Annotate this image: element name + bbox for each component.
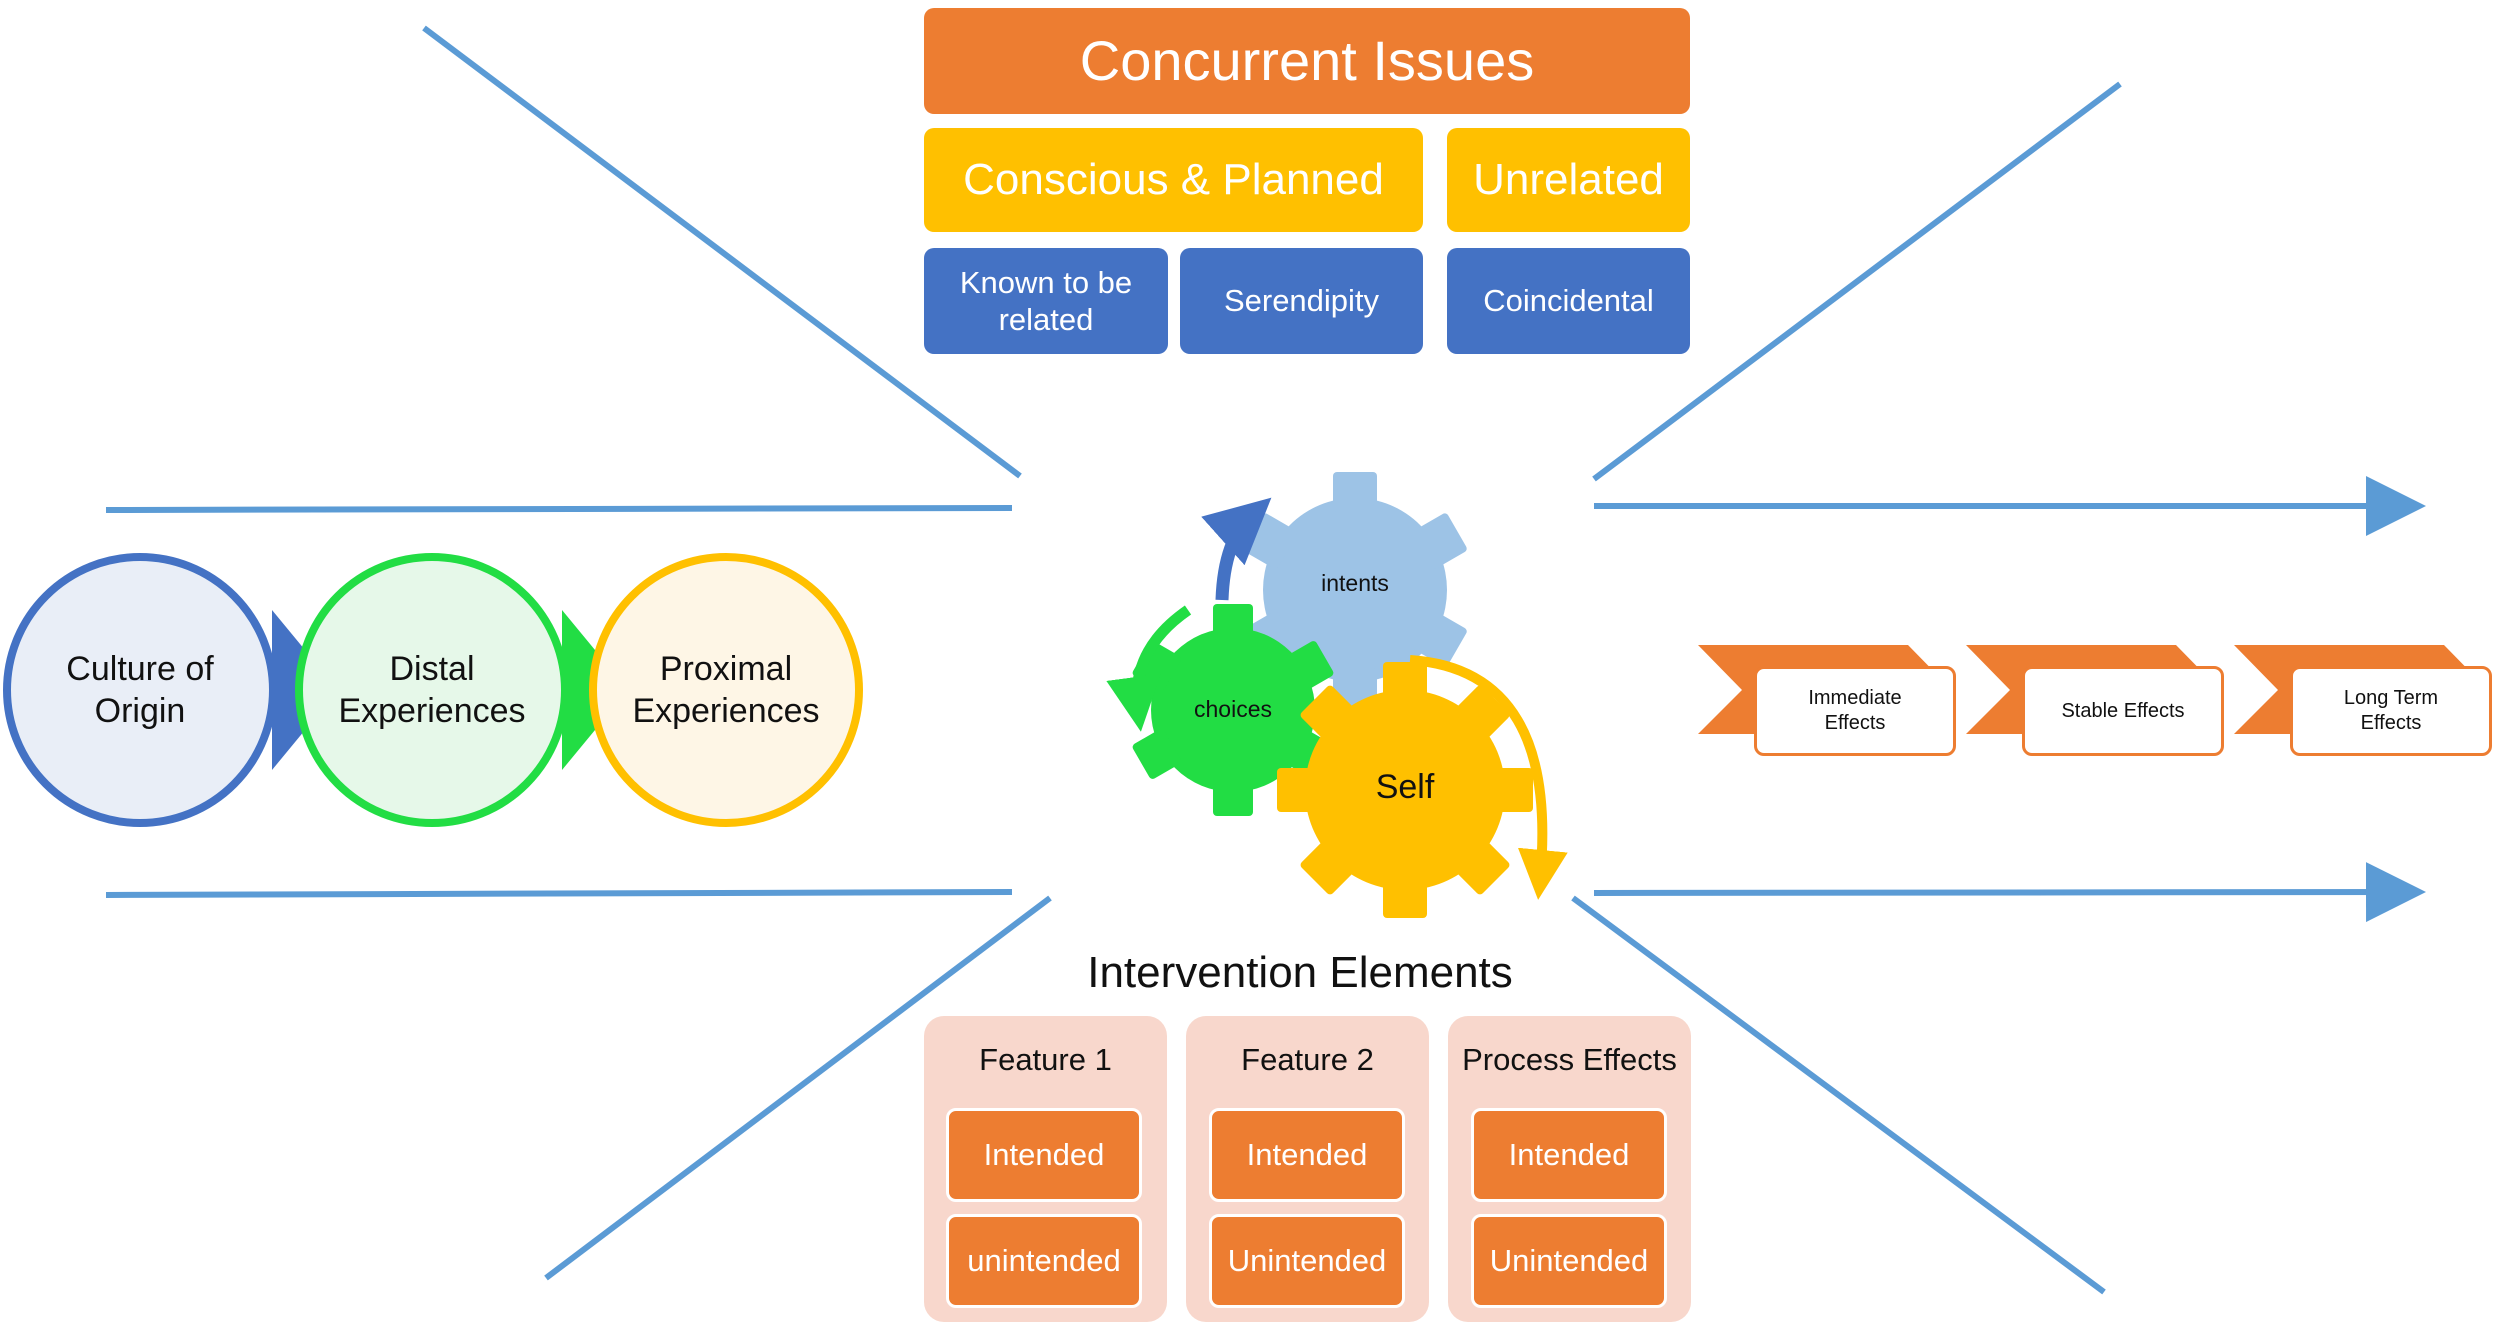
proximal-circle (589, 553, 863, 827)
process-effects-title: Process Effects (1462, 1042, 1677, 1077)
known-related-box: Known to be related (924, 248, 1168, 354)
feature-1-title: Feature 1 (979, 1042, 1112, 1077)
intents-rotation-arrow (1201, 497, 1272, 601)
culture-of-origin-label: Culture of Origin (66, 649, 214, 731)
distal-experiences-label: Distal Experiences (338, 649, 526, 731)
feature-2-unintended: Unintended (1209, 1214, 1405, 1308)
proximal-experiences-label: Proximal Experiences (632, 649, 820, 731)
line-upper-right-diagonal (1592, 81, 2122, 482)
serendipity-box: Serendipity (1180, 248, 1423, 354)
process-effects-unintended: Unintended (1471, 1214, 1667, 1308)
coincidental-box: Coincidental (1447, 248, 1690, 354)
choices-rotation-arrow (1106, 605, 1192, 732)
line-right-bottom-arrow (1593, 862, 2426, 923)
feature-1-intended: Intended (946, 1108, 1142, 1202)
self-label: Self (1375, 768, 1435, 806)
intervention-elements-title: Intervention Elements (1087, 948, 1513, 997)
feature-1-unintended: unintended (946, 1214, 1142, 1308)
concurrent-issues-header: Concurrent Issues (924, 8, 1690, 114)
line-lower-left-diagonal (544, 895, 1052, 1281)
immediate-effects-label: Immediate Effects (1754, 666, 1956, 756)
unrelated-box: Unrelated (1447, 128, 1690, 232)
feature-2-title: Feature 2 (1241, 1042, 1374, 1077)
intents-label: intents (1321, 570, 1389, 596)
conscious-planned-box: Conscious & Planned (924, 128, 1423, 232)
stable-effects-label: Stable Effects (2022, 666, 2224, 756)
line-left-top-horizontal (105, 505, 1013, 513)
line-upper-left-diagonal (422, 25, 1022, 479)
line-lower-right-diagonal (1571, 895, 2106, 1295)
self-rotation-arrow (1409, 655, 1568, 900)
distal-circle (295, 553, 628, 827)
long-term-effects-label: Long Term Effects (2290, 666, 2492, 756)
line-left-bottom-horizontal (105, 889, 1013, 898)
process-effects-intended: Intended (1471, 1108, 1667, 1202)
self-gear (1277, 662, 1533, 918)
choices-label: choices (1194, 696, 1272, 722)
feature-2-intended: Intended (1209, 1108, 1405, 1202)
